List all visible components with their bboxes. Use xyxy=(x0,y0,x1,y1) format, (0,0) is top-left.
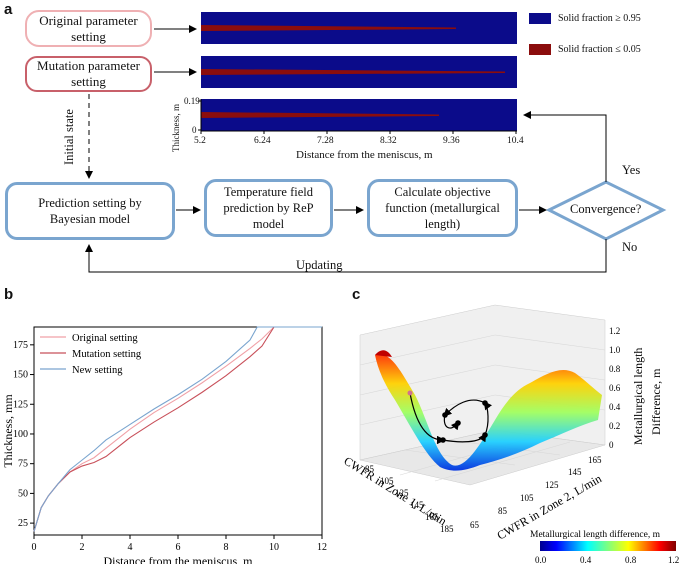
colorbar-tick: 1.2 xyxy=(668,555,679,564)
y-tick-label: 175 xyxy=(13,340,28,351)
y-axis-label: Thickness, mm xyxy=(1,394,15,468)
strip-xtick: 6.24 xyxy=(254,136,271,146)
y-tick-label: 125 xyxy=(13,399,28,410)
z-tick: 0.4 xyxy=(609,402,621,412)
flow-arrows xyxy=(85,25,607,273)
convergence-diamond xyxy=(545,180,667,241)
z-tick: 0.6 xyxy=(609,383,621,393)
z-tick: 1.2 xyxy=(609,326,620,336)
x-tick-label: 10 xyxy=(269,542,279,553)
original-parameter-box: Original parameter setting xyxy=(25,10,152,47)
strip-xlabel: Distance from the meniscus, m xyxy=(296,149,433,161)
panel-b-letter: b xyxy=(4,286,14,303)
z-tick: 0 xyxy=(609,440,614,450)
x-tick-label: 6 xyxy=(176,542,181,553)
legend-label-solid: Solid fraction ≥ 0.95 xyxy=(558,13,641,24)
y-tick-label: 25 xyxy=(18,518,28,529)
z-axis-label-1: Metallurgical length xyxy=(631,348,645,445)
y-tick: 125 xyxy=(545,480,559,490)
colorbar-tick: 0.8 xyxy=(625,555,637,564)
objective-box: Calculate objective function (metallurgi… xyxy=(367,179,518,237)
surface-3d-plot: 0 0.2 0.4 0.6 0.8 1.0 1.2 85 105 125 145… xyxy=(341,304,679,564)
legend-swatch-liquid xyxy=(529,44,551,55)
x-tick: 185 xyxy=(440,524,454,534)
z-axis-label-2: Difference, m xyxy=(649,368,663,435)
legend-label-2: New setting xyxy=(72,365,123,376)
y-tick: 105 xyxy=(520,493,534,503)
x-tick-label: 2 xyxy=(80,542,85,553)
updating-label: Updating xyxy=(296,258,343,272)
strip-ytick: 0.19 xyxy=(184,96,200,106)
no-label: No xyxy=(622,240,638,254)
x-axis-label: Distance from the meniscus, m xyxy=(104,554,254,564)
x-tick: 125 xyxy=(395,488,409,498)
plot-frame xyxy=(33,326,323,536)
x-tick-label: 8 xyxy=(224,542,229,553)
prediction-box: Prediction setting by Bayesian model xyxy=(5,182,175,240)
legend-label-liquid: Solid fraction ≤ 0.05 xyxy=(558,44,641,55)
y-tick-label: 75 xyxy=(18,459,28,470)
convergence-label: Convergence? xyxy=(570,202,642,216)
z-tick: 0.2 xyxy=(609,421,620,431)
x-tick-label: 4 xyxy=(128,542,133,553)
colorbar-tick: 0.0 xyxy=(535,555,547,564)
x-tick-label: 0 xyxy=(32,542,37,553)
x-tick: 105 xyxy=(380,476,394,486)
y-tick-label: 150 xyxy=(13,370,28,381)
strip-mutation xyxy=(201,56,517,88)
y-tick: 145 xyxy=(568,467,582,477)
series-line-2 xyxy=(33,326,322,532)
x-tick: 145 xyxy=(410,500,424,510)
strip-xtick: 8.32 xyxy=(380,136,397,146)
x-tick: 85 xyxy=(365,464,375,474)
strip-new xyxy=(201,99,517,131)
surface-mesh xyxy=(375,354,602,471)
strip-xtick: 5.2 xyxy=(194,136,206,146)
strip-xtick: 7.28 xyxy=(317,136,334,146)
colorbar-tick: 0.4 xyxy=(580,555,592,564)
x-tick: 165 xyxy=(425,512,439,522)
colorbar-label: Metallurgical length difference, m xyxy=(530,529,661,540)
mutation-parameter-box: Mutation parameter setting xyxy=(25,56,152,92)
y-tick: 65 xyxy=(470,520,480,530)
legend-swatch-solid xyxy=(529,13,551,24)
strip-xtick: 10.4 xyxy=(507,136,524,146)
strip-axes xyxy=(198,99,517,134)
y-tick-label: 50 xyxy=(18,488,28,499)
temperature-box: Temperature field prediction by ReP mode… xyxy=(204,179,333,237)
colorbar xyxy=(540,541,676,551)
yes-label: Yes xyxy=(622,163,641,177)
y-tick-label: 100 xyxy=(13,429,28,440)
z-tick: 0.8 xyxy=(609,364,621,374)
panel-c-letter: c xyxy=(352,286,361,303)
strip-xtick: 9.36 xyxy=(443,136,460,146)
legend-label-0: Original setting xyxy=(72,333,138,344)
panel-a-letter: a xyxy=(4,1,13,18)
x-tick-label: 12 xyxy=(317,542,327,553)
z-tick: 1.0 xyxy=(609,345,621,355)
strip-original xyxy=(201,12,517,44)
strip-ytick: 0 xyxy=(192,125,197,135)
y-tick: 165 xyxy=(588,455,602,465)
y-tick: 85 xyxy=(498,506,508,516)
legend-label-1: Mutation setting xyxy=(72,349,142,360)
